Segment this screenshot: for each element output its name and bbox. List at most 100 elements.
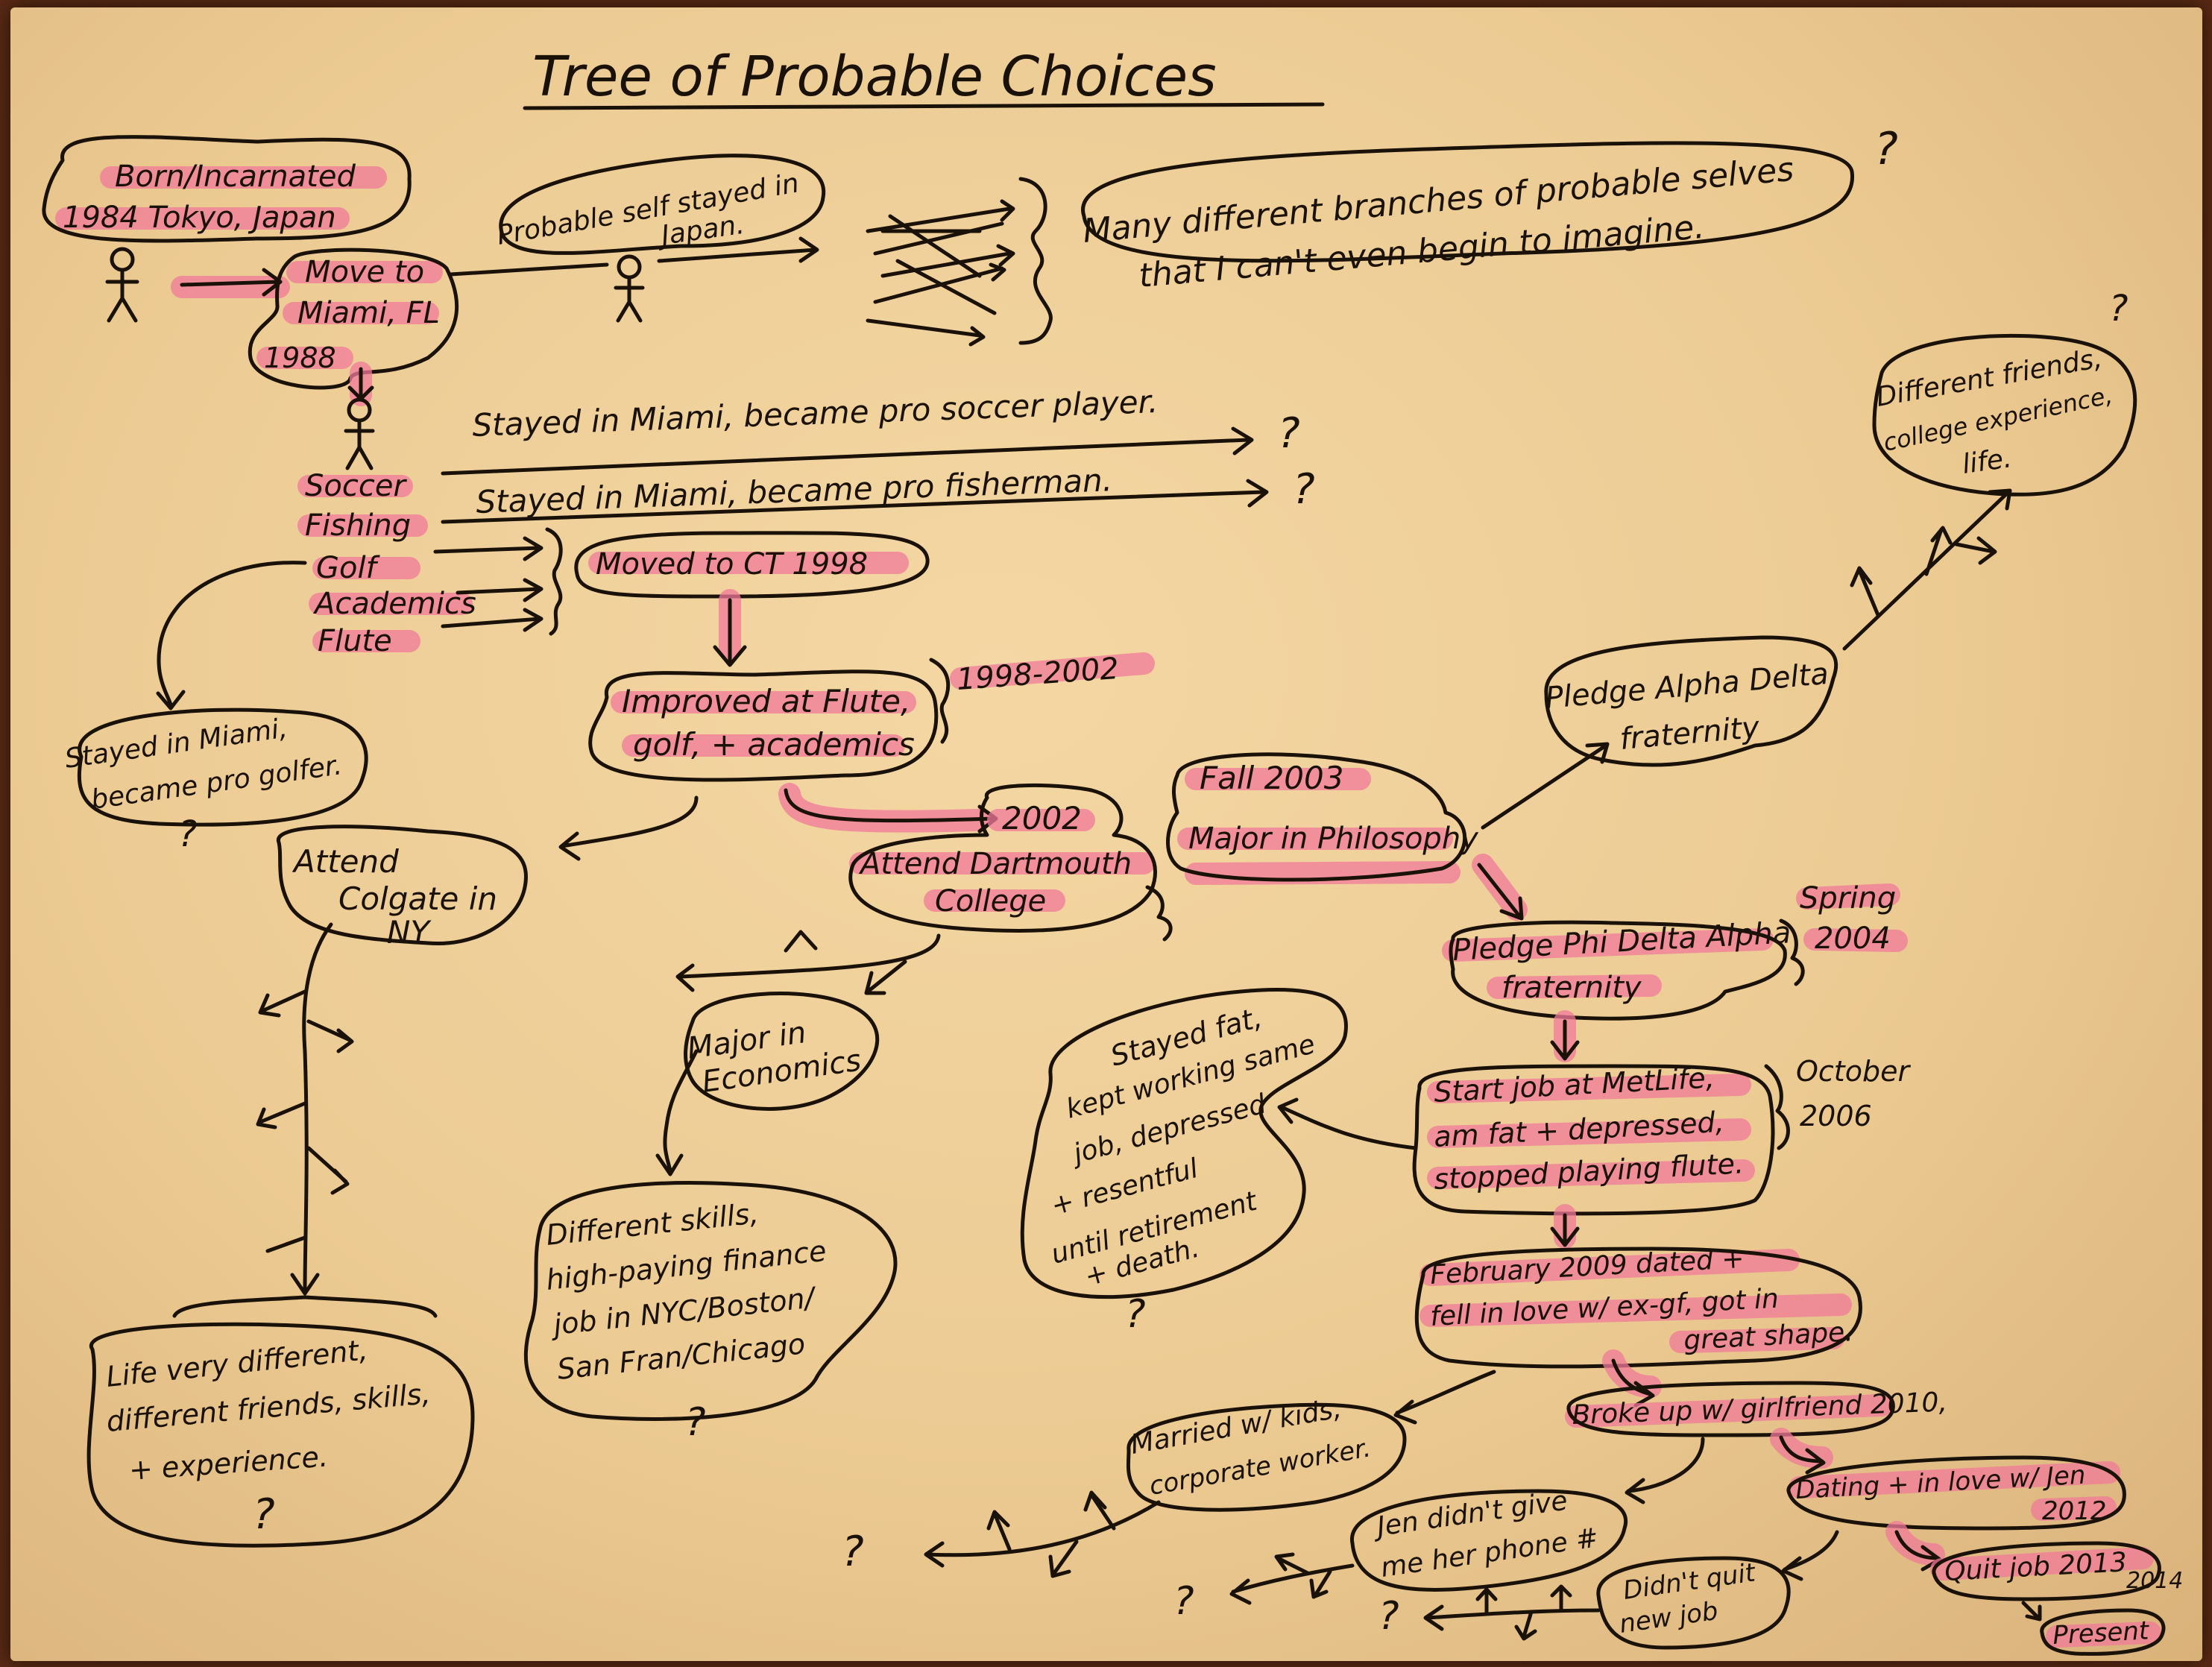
- scribble-branches-icon: [866, 199, 1015, 347]
- hobby-academics: Academics: [312, 587, 476, 621]
- paper-sheet: Tree of Probable Choices Born/Incarnated…: [10, 7, 2202, 1661]
- node-jen-phone-outline: [1350, 1489, 1628, 1592]
- node-finance-line1: Different skills,: [544, 1197, 760, 1252]
- node-miami-year: 1988: [264, 341, 336, 374]
- node-didnt-quit-outline: [1596, 1556, 1791, 1650]
- node-economics-outline: [684, 992, 880, 1111]
- node-life-outline: [86, 1322, 475, 1548]
- node-colgate-line3: NY: [387, 914, 432, 951]
- node-ct-outline: [574, 531, 930, 599]
- pro-fisherman-question: ?: [1293, 465, 1315, 514]
- arrow-to-dating-jen: [1779, 1435, 1826, 1475]
- brace-phi-delta: [1779, 918, 1805, 986]
- node-metlife-line3: stopped playing flute.: [1433, 1147, 1745, 1196]
- node-alpha-delta-outline: [1544, 635, 1838, 767]
- stick-figure-child-icon: [344, 397, 375, 470]
- node-present-label: Present: [2052, 1616, 2150, 1651]
- arrow-improved-to-colgate: [558, 795, 699, 861]
- node-friends-line3: life.: [1961, 443, 2014, 480]
- highlight-hobbies: [297, 475, 473, 652]
- brace-colgate: [172, 1295, 438, 1318]
- arrow-ct-to-improved: [713, 598, 747, 667]
- highlight-phi-delta: [1442, 928, 1774, 999]
- brace-metlife: [1764, 1064, 1790, 1150]
- node-many-question: ?: [1874, 123, 1898, 175]
- arrow-pro-soccer: [441, 426, 1254, 476]
- diagram-title: Tree of Probable Choices: [532, 45, 1217, 109]
- node-phi-delta-outline: [1449, 920, 1787, 1021]
- hobby-fishing: Fishing: [305, 508, 411, 543]
- year-2014-label: 2014: [2126, 1568, 2183, 1594]
- arrow-to-didnt-quit: [1781, 1530, 1839, 1581]
- node-improved-line1: Improved at Flute,: [622, 683, 910, 719]
- title-underline: [523, 102, 1325, 110]
- node-feb-2009-outline: [1414, 1247, 1862, 1369]
- highlight-arrow-phi-delta: [1472, 854, 1528, 921]
- highlight-improved: [611, 691, 916, 757]
- tree-diagram: Tree of Probable Choices Born/Incarnated…: [42, 45, 2183, 1656]
- node-feb-line3: great shape.: [1683, 1317, 1853, 1356]
- pro-soccer-label: Stayed in Miami, became pro soccer playe…: [472, 383, 1159, 444]
- node-metlife-outline: [1412, 1064, 1775, 1216]
- node-fat-question: ?: [1125, 1292, 1146, 1337]
- node-improved-outline: [588, 669, 939, 782]
- arrow-to-phi-delta: [1477, 863, 1524, 921]
- colgate-branches: [256, 989, 354, 1253]
- married-branches: [924, 1490, 1161, 1578]
- arrow-to-jen-phone: [1625, 1437, 1705, 1504]
- october-2006-year: 2006: [1800, 1100, 1872, 1132]
- node-ct-label: Moved to CT 1998: [596, 547, 868, 582]
- arrow-to-feb-2009: [1550, 1213, 1580, 1247]
- arrow-to-married: [1393, 1370, 1496, 1425]
- pro-fisherman-label: Stayed in Miami, became pro fisherman.: [476, 461, 1113, 520]
- node-life-line1: Life very different,: [104, 1333, 369, 1393]
- married-question: ?: [842, 1528, 864, 1576]
- highlight-born: [55, 166, 387, 230]
- stick-figure-japan-icon: [614, 254, 645, 323]
- jen-phone-question: ?: [1173, 1579, 1194, 1624]
- highlight-feb-2009: [1419, 1249, 1852, 1353]
- node-dartmouth-line1: Attend Dartmouth: [858, 847, 1132, 881]
- node-finance-outline: [523, 1181, 898, 1421]
- node-colgate-outline: [277, 825, 528, 946]
- node-dartmouth-outline: [848, 783, 1158, 933]
- node-fall-2003-line2: Major in Philosophy: [1188, 822, 1479, 856]
- spring-2004-year: 2004: [1815, 921, 1891, 956]
- node-improved-line2: golf, + academics: [633, 726, 915, 763]
- highlight-dartmouth: [849, 809, 1155, 912]
- arrow-born-to-miami: [180, 268, 283, 297]
- stick-figure-born-icon: [105, 247, 139, 323]
- highlight-years-1998: [950, 652, 1155, 690]
- spring-2004-label: Spring: [1800, 881, 1896, 916]
- arrow-miami-to-japan: [448, 262, 609, 277]
- didnt-quit-question: ?: [1378, 1594, 1399, 1639]
- node-born-line1: Born/Incarnated: [115, 160, 356, 194]
- highlight-spring-2004: [1796, 883, 1908, 952]
- highlight-metlife: [1427, 1074, 1755, 1189]
- node-golfer-outline: [77, 708, 368, 827]
- node-japan-outline: [499, 154, 826, 255]
- hobby-flute: Flute: [318, 624, 392, 658]
- node-metlife-line2: am fat + depressed,: [1433, 1106, 1725, 1153]
- node-broke-up-outline: [1566, 1381, 1895, 1437]
- brace-improved: [929, 658, 951, 744]
- didnt-quit-branches: [1423, 1584, 1601, 1641]
- node-phi-delta-line2: fraternity: [1502, 971, 1642, 1005]
- node-dating-jen-outline: [1786, 1455, 2126, 1531]
- node-fall-2003-outline: [1166, 752, 1467, 882]
- highlight-quit-job: [1930, 1547, 2154, 1581]
- node-life-question: ?: [253, 1490, 275, 1539]
- brace-hobbies: [545, 527, 563, 636]
- node-finance-question: ?: [685, 1400, 706, 1445]
- jen-phone-branches: [1229, 1552, 1355, 1605]
- arrow-to-metlife: [1550, 1019, 1580, 1061]
- node-miami-line2: Miami, FL: [297, 296, 440, 330]
- node-born-outline: [42, 135, 412, 243]
- node-golfer-question: ?: [178, 813, 197, 855]
- arrow-economics-down: [655, 1049, 699, 1176]
- node-born-line2: 1984 Tokyo, Japan: [63, 201, 336, 235]
- highlight-dating-jen: [1789, 1461, 2120, 1521]
- arrows-hobbies-to-ct: [433, 536, 543, 632]
- node-fall-2003-line1: Fall 2003: [1200, 760, 1343, 796]
- node-stayed-fat-outline: [1020, 988, 1348, 1299]
